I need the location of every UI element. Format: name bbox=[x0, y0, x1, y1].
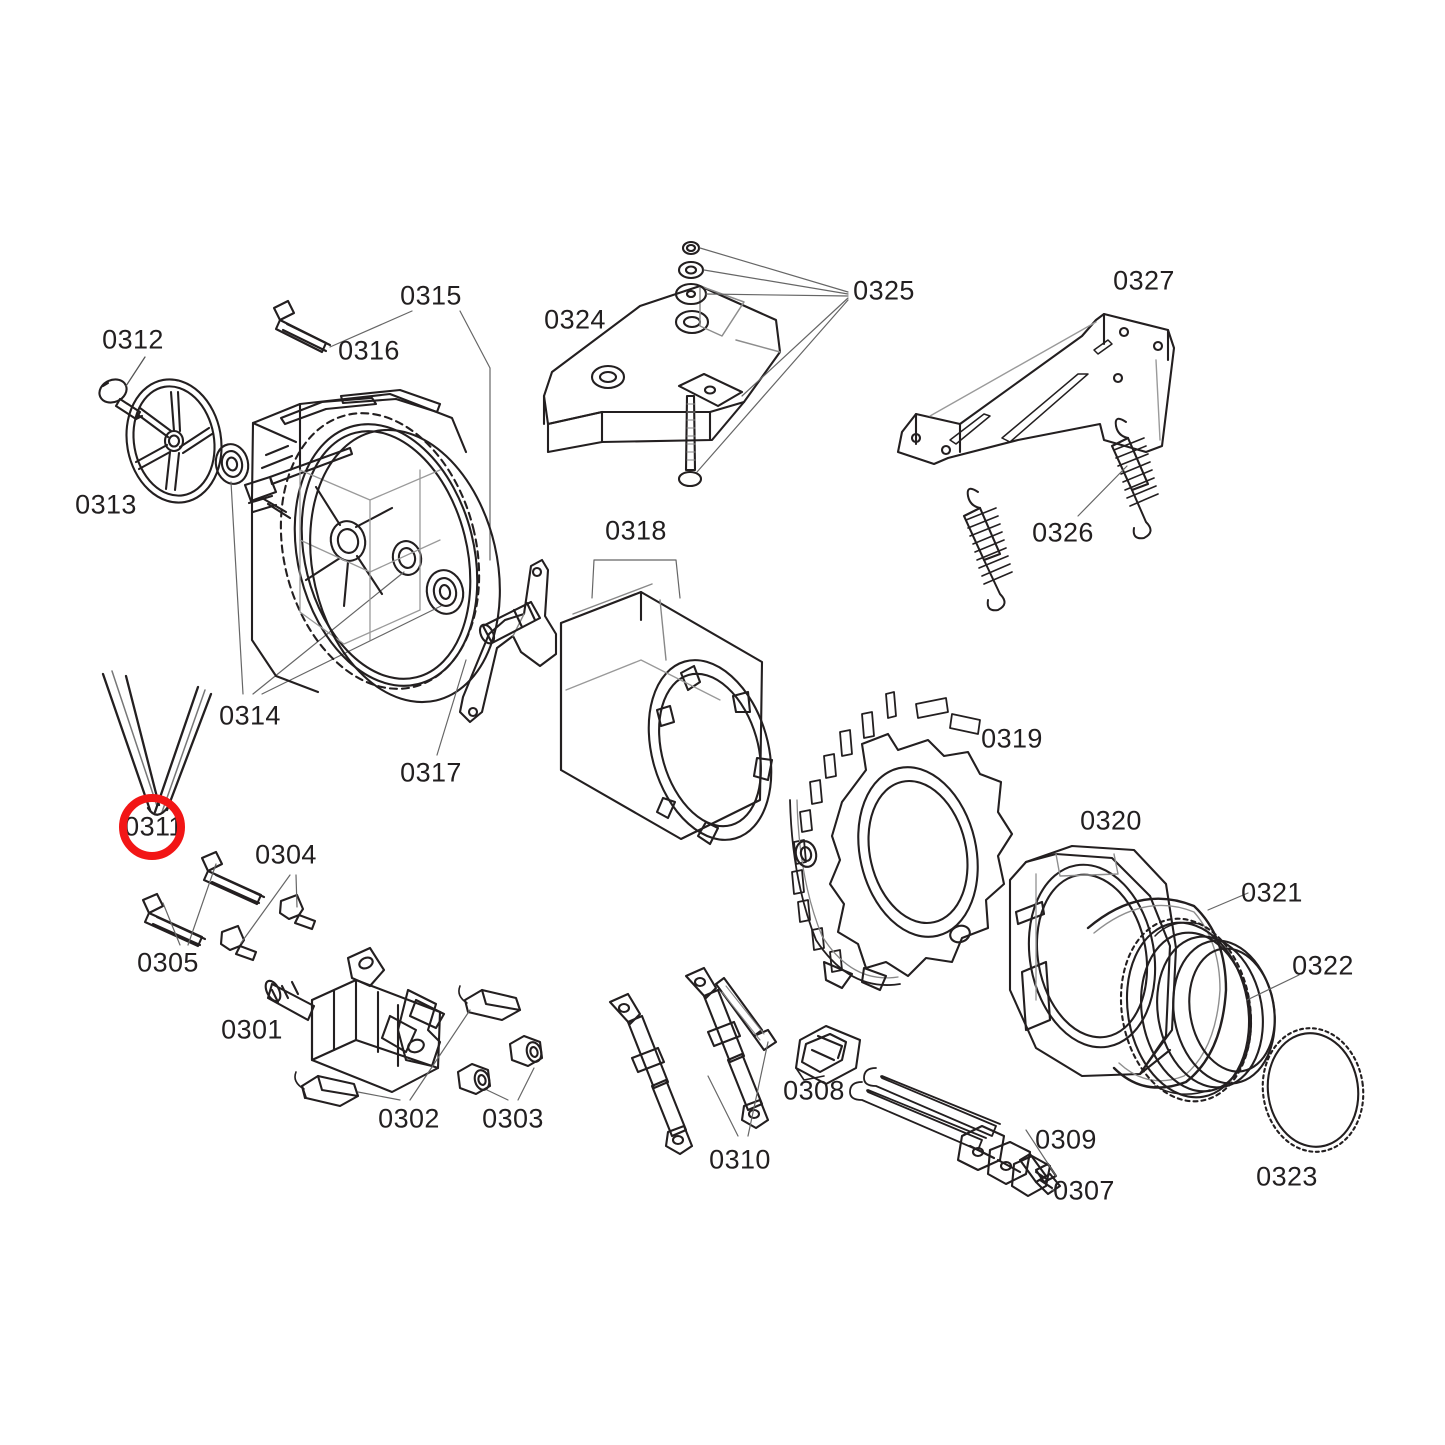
part-label-0319: 0319 bbox=[981, 723, 1043, 754]
part-0319-drum-spider-rear bbox=[789, 691, 1014, 992]
part-0308-heater-bracket bbox=[794, 1024, 862, 1086]
part-label-0324: 0324 bbox=[544, 304, 606, 335]
part-0312-pulley-bolt bbox=[98, 378, 144, 421]
part-0317-support-arm bbox=[458, 558, 558, 724]
part-0321-clamp-ring bbox=[1086, 897, 1228, 1089]
part-label-0302: 0302 bbox=[378, 1103, 440, 1134]
part-0313-drive-pulley bbox=[125, 378, 223, 504]
part-0305-long-screws bbox=[141, 850, 266, 948]
part-0301-drive-motor bbox=[264, 946, 446, 1094]
part-0320-outer-tub-front bbox=[1008, 844, 1178, 1078]
part-label-0312: 0312 bbox=[102, 324, 164, 355]
part-label-0323: 0323 bbox=[1256, 1161, 1318, 1192]
part-label-0301: 0301 bbox=[221, 1014, 283, 1045]
part-label-0307: 0307 bbox=[1053, 1175, 1115, 1206]
part-0318-inner-drum bbox=[559, 583, 774, 846]
part-label-0327: 0327 bbox=[1113, 265, 1175, 296]
part-label-0308: 0308 bbox=[783, 1075, 845, 1106]
part-label-0318: 0318 bbox=[605, 515, 667, 546]
part-label-0303: 0303 bbox=[482, 1103, 544, 1134]
part-label-0311: 0311 bbox=[124, 811, 184, 842]
part-label-0310: 0310 bbox=[709, 1144, 771, 1175]
part-0324-counterweight bbox=[542, 284, 782, 454]
part-0322-door-seal-bellows bbox=[1119, 917, 1276, 1103]
part-label-0322: 0322 bbox=[1292, 950, 1354, 981]
part-0303-bushings bbox=[456, 1034, 544, 1096]
part-0307-heater-stud-nut bbox=[1018, 1152, 1062, 1196]
part-0316-outer-tub-rear bbox=[243, 388, 501, 704]
part-0314-bearings bbox=[214, 443, 465, 615]
part-label-0305: 0305 bbox=[137, 947, 199, 978]
part-0315-screw bbox=[272, 299, 332, 354]
part-0309-heating-element bbox=[849, 1067, 1058, 1198]
part-0326-suspension-springs bbox=[962, 417, 1159, 612]
part-0311-drive-belt bbox=[101, 670, 213, 816]
part-label-0325: 0325 bbox=[853, 275, 915, 306]
part-0325-bolts-washers bbox=[674, 240, 744, 488]
part-label-0320: 0320 bbox=[1080, 805, 1142, 836]
part-label-0314: 0314 bbox=[219, 700, 281, 731]
part-0302-wire-connectors bbox=[294, 985, 522, 1108]
part-label-0321: 0321 bbox=[1241, 877, 1303, 908]
part-0327-brace-bar bbox=[896, 312, 1176, 466]
part-0323-retaining-ring bbox=[1261, 1027, 1365, 1153]
part-label-0309: 0309 bbox=[1035, 1124, 1097, 1155]
part-label-0304: 0304 bbox=[255, 839, 317, 870]
part-0310-shock-absorbers bbox=[608, 966, 778, 1156]
part-label-0316: 0316 bbox=[338, 335, 400, 366]
part-label-0315: 0315 bbox=[400, 280, 462, 311]
part-label-0313: 0313 bbox=[75, 489, 137, 520]
part-label-0317: 0317 bbox=[400, 757, 462, 788]
part-label-0326: 0326 bbox=[1032, 517, 1094, 548]
